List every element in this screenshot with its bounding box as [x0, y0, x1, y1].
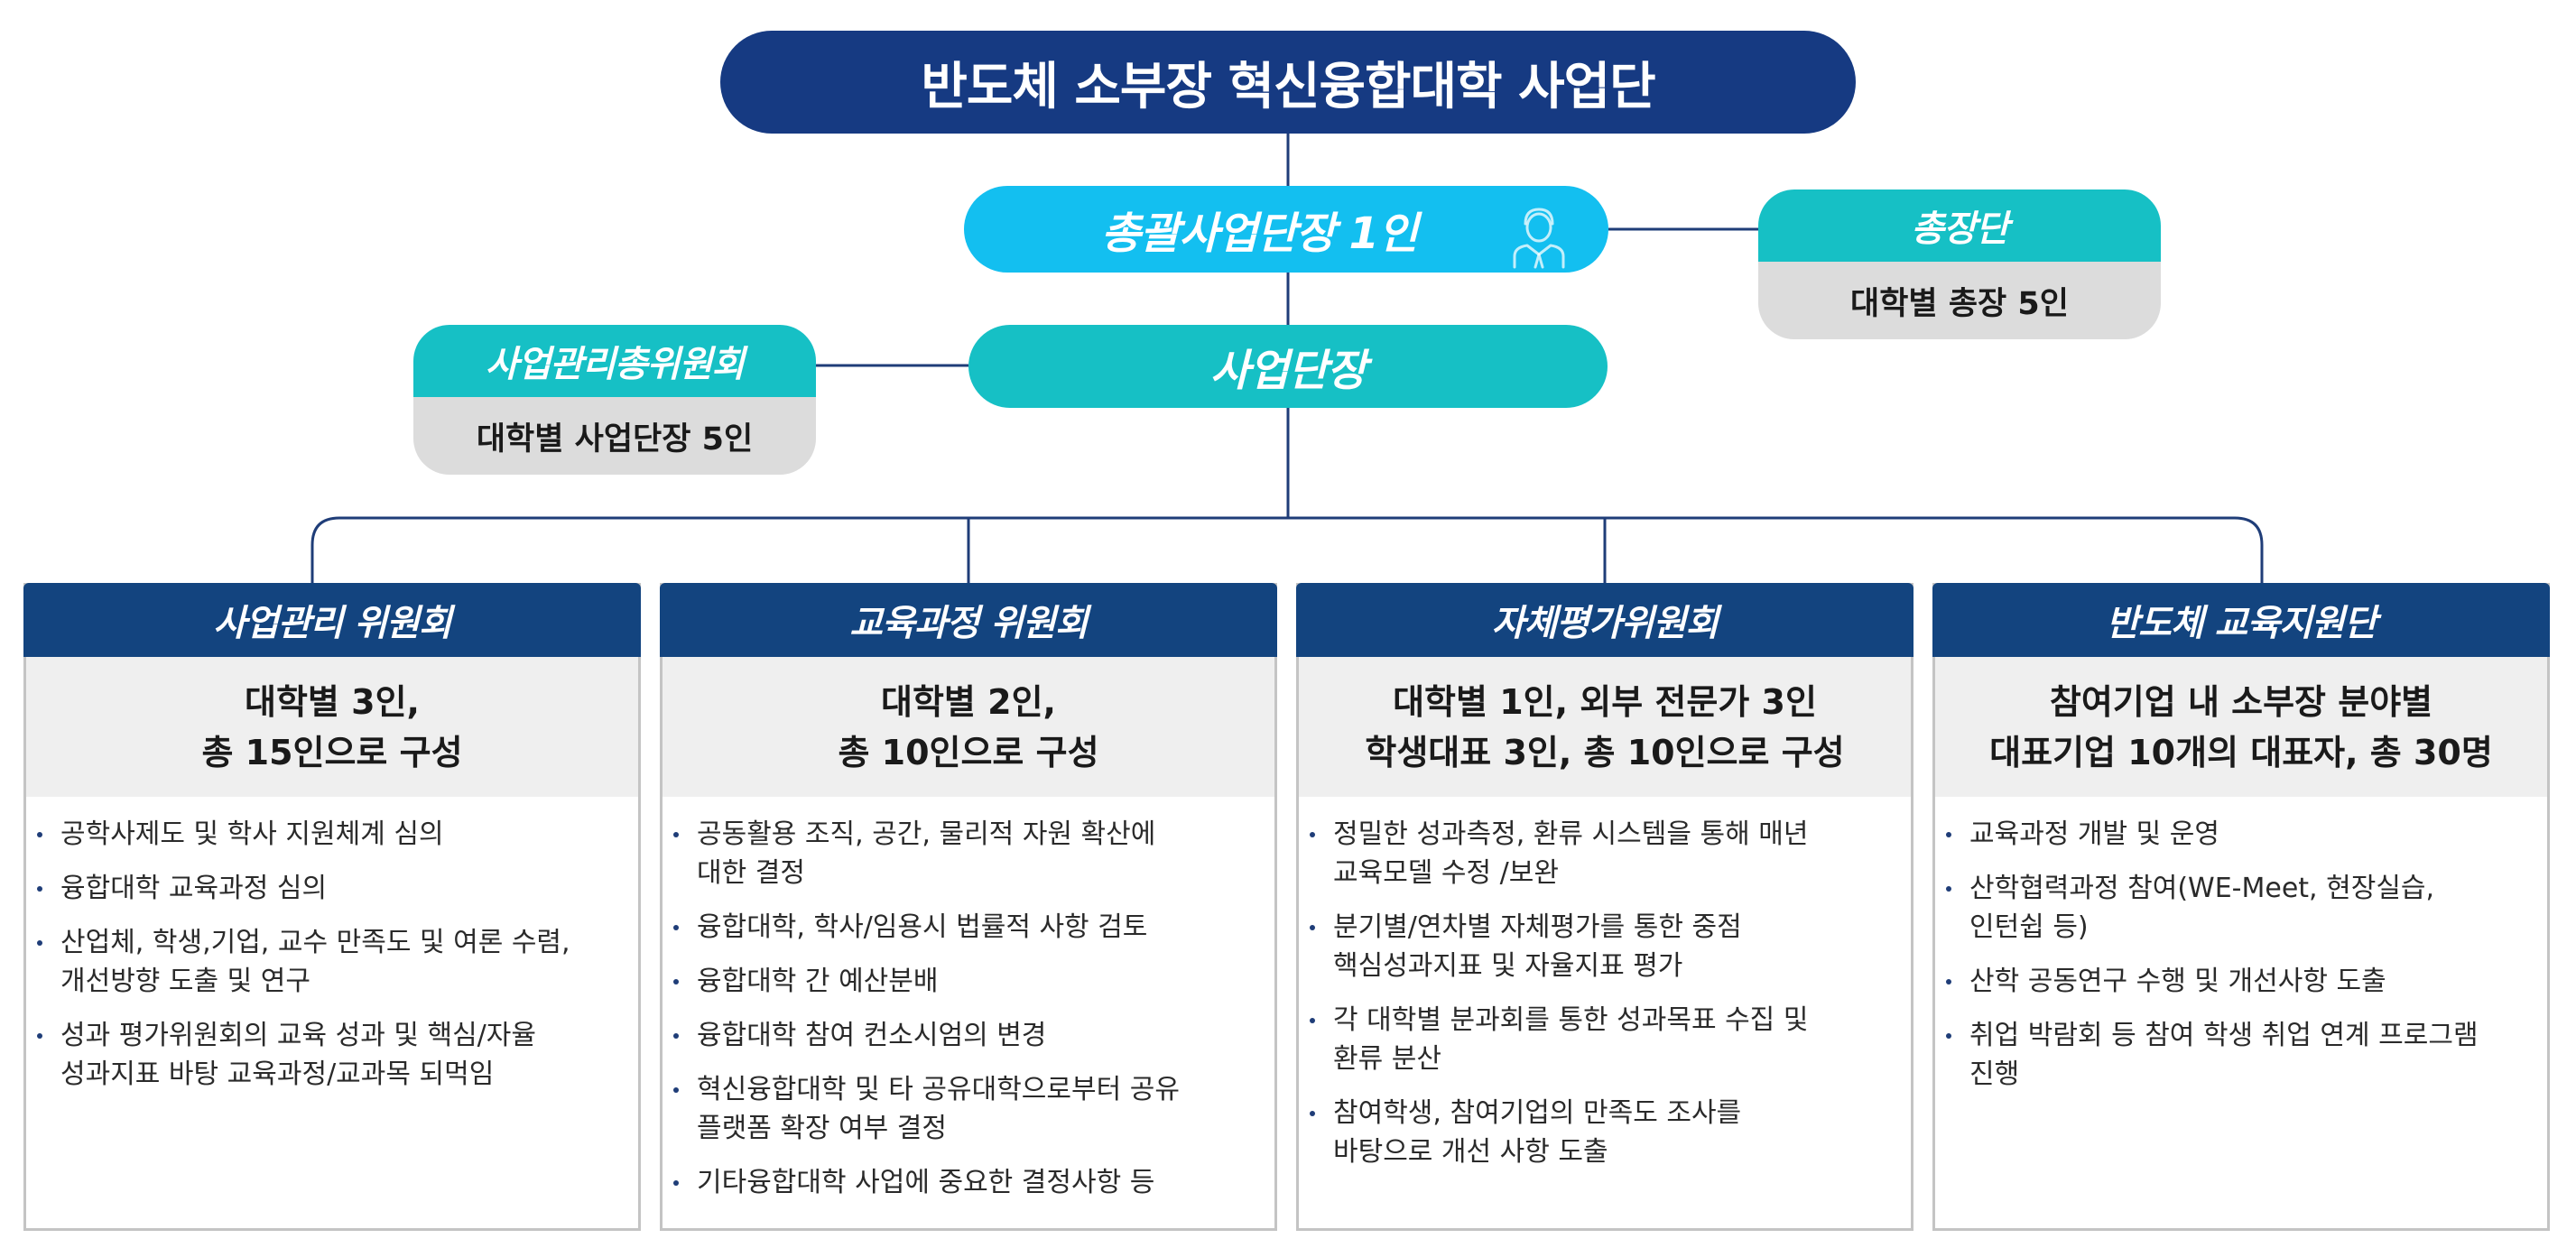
committee-composition-line2: 총 15인으로 구성 [201, 732, 463, 772]
general-committee-group: 사업관리총위원회 대학별 사업단장 5인 [413, 325, 816, 475]
committee-composition-line2: 총 10인으로 구성 [838, 732, 1099, 772]
committee-duties-list: 공학사제도 및 학사 지원체계 심의 융합대학 교육과정 심의 산업체, 학생,… [26, 797, 638, 1228]
committee-composition-line1: 대학별 3인, [245, 681, 420, 722]
general-director-box: 총괄사업단장 1인 [964, 186, 1608, 273]
list-item: 산업체, 학생,기업, 교수 만족도 및 여론 수렴, 개선방향 도출 및 연구 [37, 923, 620, 1001]
project-head-box: 사업단장 [968, 325, 1608, 408]
committee-composition-line2: 대표기업 10개의 대표자, 총 30명 [1989, 732, 2493, 772]
connector-bus [310, 516, 2264, 583]
list-item: 공학사제도 및 학사 지원체계 심의 [37, 815, 620, 854]
committee-duties-list: 공동활용 조직, 공간, 물리적 자원 확산에 대한 결정 융합대학, 학사/임… [663, 797, 1274, 1228]
committee-card-curriculum: 교육과정 위원회 대학별 2인, 총 10인으로 구성 공동활용 조직, 공간,… [660, 583, 1277, 1231]
committee-composition: 대학별 2인, 총 10인으로 구성 [663, 657, 1274, 797]
list-item: 취업 박람회 등 참여 학생 취업 연계 프로그램 진행 [1946, 1016, 2529, 1094]
committee-duties-list: 교육과정 개발 및 운영 산학협력과정 참여(WE-Meet, 현장실습, 인턴… [1935, 797, 2547, 1228]
list-item: 공동활용 조직, 공간, 물리적 자원 확산에 대한 결정 [673, 815, 1256, 892]
list-item: 융합대학 참여 컨소시엄의 변경 [673, 1016, 1256, 1055]
general-committee-title: 사업관리총위원회 [413, 325, 816, 397]
list-item: 교육과정 개발 및 운영 [1946, 815, 2529, 854]
list-item: 혁신융합대학 및 타 공유대학으로부터 공유 플랫폼 확장 여부 결정 [673, 1070, 1256, 1148]
list-item: 융합대학, 학사/임용시 법률적 사항 검토 [673, 908, 1256, 947]
general-director-label: 총괄사업단장 1인 [1100, 208, 1418, 259]
committee-composition: 참여기업 내 소부장 분야별 대표기업 10개의 대표자, 총 30명 [1935, 657, 2547, 797]
committee-composition-line2: 학생대표 3인, 총 10인으로 구성 [1365, 732, 1845, 772]
list-item: 정밀한 성과측정, 환류 시스템을 통해 매년 교육모델 수정 /보완 [1310, 815, 1893, 892]
list-item: 융합대학 간 예산분배 [673, 962, 1256, 1001]
list-item: 참여학생, 참여기업의 만족도 조사를 바탕으로 개선 사항 도출 [1310, 1094, 1893, 1171]
committee-title: 사업관리 위원회 [23, 583, 641, 657]
committee-title: 반도체 교육지원단 [1932, 583, 2550, 657]
list-item: 융합대학 교육과정 심의 [37, 869, 620, 908]
committee-card-education-support: 반도체 교육지원단 참여기업 내 소부장 분야별 대표기업 10개의 대표자, … [1932, 583, 2550, 1231]
president-title: 총장단 [1758, 190, 2161, 262]
president-desc: 대학별 총장 5인 [1758, 262, 2161, 339]
person-icon [1513, 208, 1565, 269]
committee-composition-line1: 대학별 2인, [881, 681, 1056, 722]
list-item: 기타융합대학 사업에 중요한 결정사항 등 [673, 1163, 1256, 1202]
list-item: 성과 평가위원회의 교육 성과 및 핵심/자율 성과지표 바탕 교육과정/교과목… [37, 1016, 620, 1094]
president-group: 총장단 대학별 총장 5인 [1758, 190, 2161, 339]
committee-composition-line1: 대학별 1인, 외부 전문가 3인 [1393, 681, 1817, 722]
committee-composition: 대학별 3인, 총 15인으로 구성 [26, 657, 638, 797]
committee-card-self-evaluation: 자체평가위원회 대학별 1인, 외부 전문가 3인 학생대표 3인, 총 10인… [1296, 583, 1913, 1231]
committee-duties-list: 정밀한 성과측정, 환류 시스템을 통해 매년 교육모델 수정 /보완 분기별/… [1299, 797, 1911, 1228]
org-title: 반도체 소부장 혁신융합대학 사업단 [720, 31, 1856, 134]
committee-composition-line1: 참여기업 내 소부장 분야별 [2049, 681, 2433, 722]
list-item: 산학협력과정 참여(WE-Meet, 현장실습, 인턴쉽 등) [1946, 869, 2529, 947]
list-item: 산학 공동연구 수행 및 개선사항 도출 [1946, 962, 2529, 1001]
committee-title: 자체평가위원회 [1296, 583, 1913, 657]
general-committee-desc: 대학별 사업단장 5인 [413, 397, 816, 475]
committee-card-management: 사업관리 위원회 대학별 3인, 총 15인으로 구성 공학사제도 및 학사 지… [23, 583, 641, 1231]
list-item: 분기별/연차별 자체평가를 통한 중점 핵심성과지표 및 자율지표 평가 [1310, 908, 1893, 985]
list-item: 각 대학별 분과회를 통한 성과목표 수집 및 환류 분산 [1310, 1001, 1893, 1078]
committee-composition: 대학별 1인, 외부 전문가 3인 학생대표 3인, 총 10인으로 구성 [1299, 657, 1911, 797]
committee-title: 교육과정 위원회 [660, 583, 1277, 657]
